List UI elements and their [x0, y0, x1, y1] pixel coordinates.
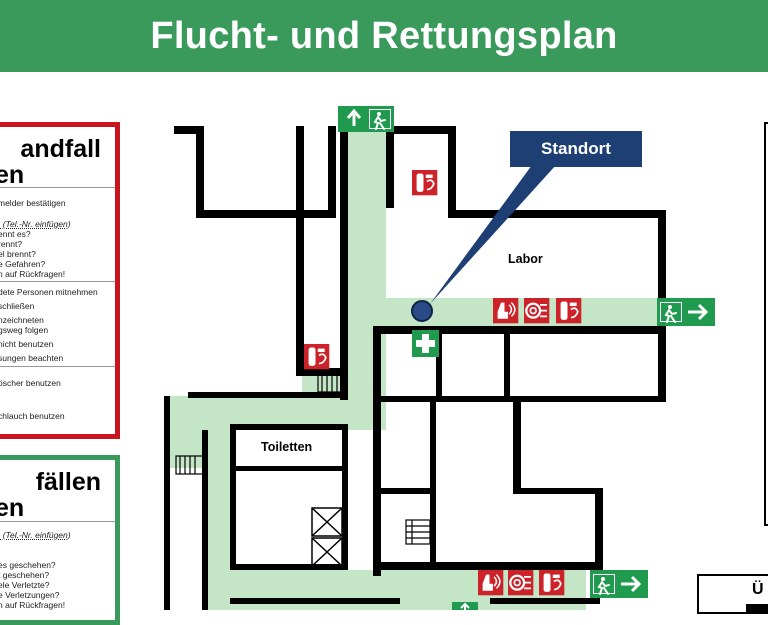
header-banner: Flucht- und Rettungsplan — [0, 0, 768, 72]
fire-line: sungen beachten — [0, 353, 64, 363]
accident-line: ele Verletzte? — [0, 580, 50, 590]
fire-panel-subtitle: en — [0, 161, 25, 189]
fire-hose-icon — [522, 296, 551, 325]
fire-line: schließen — [0, 301, 35, 311]
legend-panel-bottom: Ü — [697, 574, 768, 614]
accident-line: : (Tel.-Nr. einfügen) — [0, 530, 71, 540]
room-label-labor: Labor — [508, 252, 543, 266]
fire-line: gsweg folgen — [0, 325, 49, 335]
accident-line: es geschehen? — [0, 560, 56, 570]
fire-line: chlauch benutzen — [0, 411, 65, 421]
fire-extinguisher-icon — [303, 343, 331, 371]
emergency-exit-down-sign — [452, 602, 478, 610]
accident-line: t geschehen? — [0, 570, 50, 580]
fire-extinguisher-icon — [538, 569, 566, 597]
fire-line: e Gefahren? — [0, 259, 46, 269]
accident-panel-subtitle: en — [0, 494, 25, 522]
fire-alarm-icon — [492, 297, 520, 325]
fire-line: : (Tel.-Nr. einfügen) — [0, 219, 71, 229]
first-aid-icon — [412, 330, 439, 357]
fire-alarm-icon — [477, 569, 505, 597]
fire-hose-icon — [506, 568, 535, 597]
elevator-shafts — [311, 507, 343, 567]
accident-panel-title: fällen — [35, 468, 101, 496]
fire-line: melder bestätigen — [0, 198, 66, 208]
accident-line: n auf Rückfragen! — [0, 600, 66, 610]
emergency-exit-up-sign — [338, 106, 394, 132]
fire-line: öscher benutzen — [0, 378, 61, 388]
room-label-toiletten: Toiletten — [261, 440, 313, 454]
fire-extinguisher-icon — [555, 297, 583, 325]
standort-label: Standort — [510, 131, 642, 167]
divider — [0, 521, 115, 522]
standort-marker — [411, 300, 433, 322]
page-title: Flucht- und Rettungsplan — [150, 15, 618, 57]
fire-line: nicht benutzen — [0, 339, 54, 349]
legend-heading: Ü — [752, 581, 764, 598]
fire-instructions-panel: andfall en melder bestätigen : (Tel.-Nr.… — [0, 122, 120, 439]
divider — [0, 187, 115, 188]
emergency-exit-right-sign — [657, 298, 715, 326]
legend-panel-right — [764, 122, 768, 526]
stairs — [175, 373, 431, 545]
fire-extinguisher-icon — [411, 169, 439, 197]
fire-panel-title: andfall — [20, 135, 101, 163]
emergency-exit-right-sign — [590, 570, 648, 598]
divider — [0, 281, 115, 282]
accident-line: e Verletzungen? — [0, 590, 60, 600]
fire-line: rennt? — [0, 239, 23, 249]
floor-plan — [164, 106, 715, 610]
fire-line: nzeichneten — [0, 315, 44, 325]
fire-line: n auf Rückfragen! — [0, 269, 66, 279]
fire-line: el brennt? — [0, 249, 36, 259]
divider — [0, 366, 115, 367]
walls — [164, 126, 666, 610]
fire-line: ennt es? — [0, 229, 31, 239]
accident-instructions-panel: fällen en : (Tel.-Nr. einfügen) es gesch… — [0, 455, 120, 625]
fire-line: dete Personen mitnehmen — [0, 287, 98, 297]
standort-pointer — [430, 165, 556, 304]
